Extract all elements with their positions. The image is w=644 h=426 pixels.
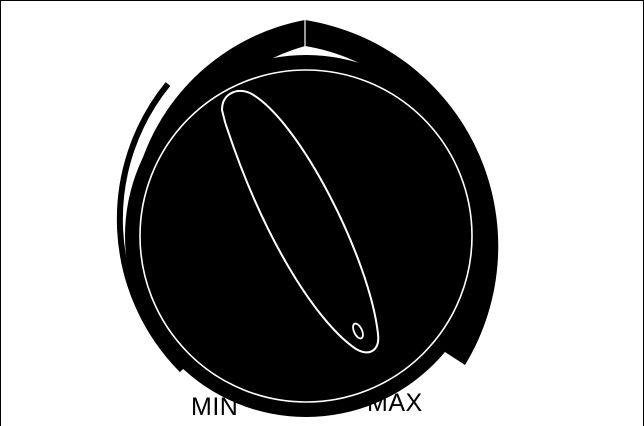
rotary-knob-icon[interactable] — [125, 55, 487, 417]
max-label: MAX — [367, 391, 423, 416]
min-label: MIN — [191, 395, 238, 420]
